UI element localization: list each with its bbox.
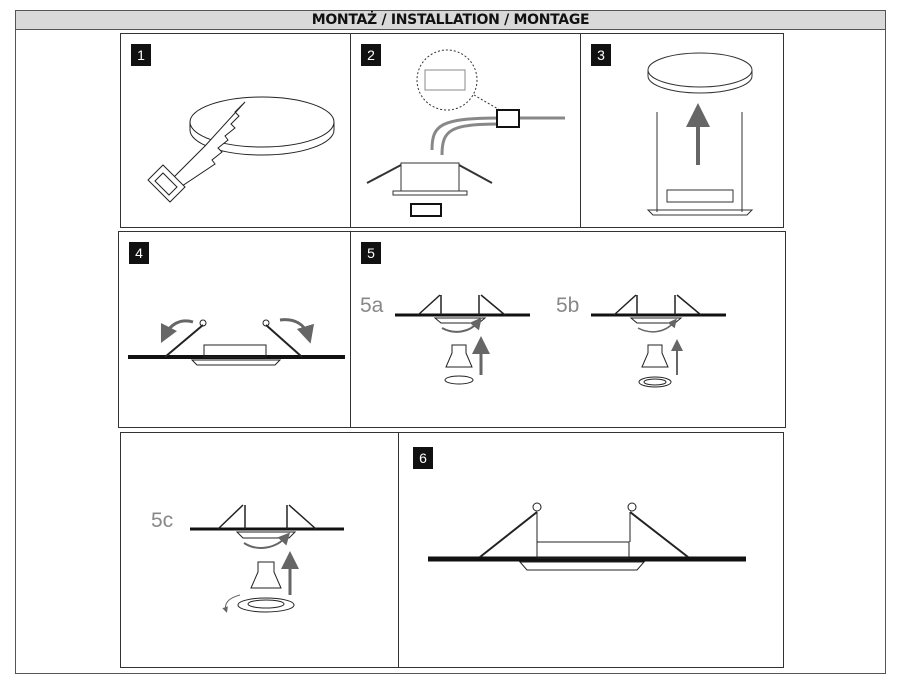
step-number-badge: 1 — [131, 44, 151, 66]
step-3-panel: 3 — [580, 33, 784, 228]
step6-installed-illustration — [428, 502, 746, 571]
substep-label-5a: 5a — [360, 294, 384, 317]
substep-label-5b: 5b — [556, 294, 580, 317]
step-5c-panel: 5c — [120, 432, 399, 668]
step-6-panel: 6 — [398, 432, 784, 668]
step-number-badge: 3 — [591, 44, 611, 66]
step-5-panel: 5 5a 5b — [350, 231, 786, 428]
step-4-panel: 4 — [118, 231, 351, 428]
step1-saw-illustration — [147, 96, 335, 203]
substep-label-5c: 5c — [151, 509, 174, 532]
step3-cover-removal-illustration — [646, 52, 754, 216]
fixture-5a — [395, 294, 530, 385]
step2-wiring-illustration — [366, 49, 565, 217]
step-number-badge: 6 — [413, 447, 433, 469]
step-number-badge: 2 — [361, 44, 381, 66]
step-2-panel: 2 — [350, 33, 581, 228]
step-1-panel: 1 — [120, 33, 351, 228]
fixture-5c — [190, 504, 344, 613]
step-number-badge: 4 — [129, 242, 149, 264]
step5-lamp-illustrations — [190, 294, 726, 613]
page-title: MONTAŻ / INSTALLATION / MONTAGE — [15, 10, 886, 30]
step-number-badge: 5 — [361, 242, 381, 264]
step4-springs-illustration — [128, 318, 345, 366]
fixture-5b — [591, 294, 726, 388]
